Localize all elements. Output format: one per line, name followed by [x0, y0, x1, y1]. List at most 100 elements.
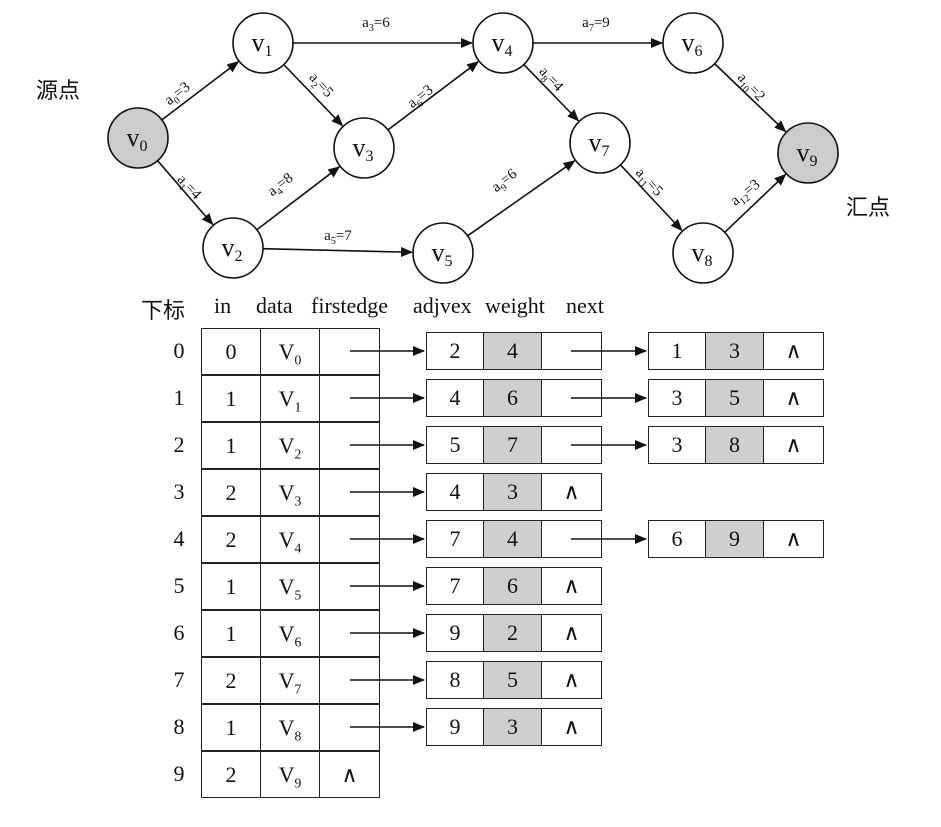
- weight-cell: 8: [706, 427, 764, 463]
- data-letter: V: [278, 480, 295, 505]
- row-index: 3: [173, 479, 185, 504]
- data-cell: V3: [261, 470, 320, 515]
- weight-cell: 3: [484, 709, 542, 745]
- weight-cell: 6: [484, 380, 542, 416]
- data-cell: V9: [261, 752, 320, 797]
- node-v8: v8: [672, 222, 734, 284]
- firstedge-cell: [320, 517, 379, 562]
- edge-label-a11: a11=5: [630, 165, 666, 202]
- data-cell: V5: [261, 564, 320, 609]
- row-index: 6: [173, 620, 185, 645]
- header-adjvex: adjvex: [413, 293, 472, 318]
- data-letter: V: [278, 433, 295, 458]
- next-cell: [542, 521, 601, 557]
- edge-label-a1: a1=4: [171, 172, 204, 206]
- weight-cell: 4: [484, 521, 542, 557]
- data-letter: V: [278, 574, 295, 599]
- next-cell: [542, 380, 601, 416]
- edge-v2-v5: [262, 247, 414, 257]
- edge-v1-v3: [283, 64, 344, 127]
- node-v3: v3: [333, 117, 395, 179]
- node-label-v0: v0: [127, 123, 148, 155]
- data-letter: V: [278, 668, 295, 693]
- next-cell: ∧: [563, 620, 580, 645]
- edge-label-a6: a6=3: [405, 82, 438, 114]
- data-cell: V0: [261, 329, 320, 374]
- adjvex-cell: 5: [427, 427, 484, 463]
- weight-cell: 3: [484, 474, 542, 510]
- adjvex-cell: 7: [427, 521, 484, 557]
- node-label-v2: v2: [222, 233, 243, 265]
- firstedge-cell: ∧: [341, 762, 358, 787]
- next-cell: [542, 427, 601, 463]
- in-degree-cell: 1: [202, 423, 261, 468]
- node-label-v7: v7: [589, 128, 610, 160]
- node-v0: v0: [107, 107, 169, 169]
- sink-label: 汇点: [846, 196, 890, 221]
- edge-label-a9: a9=6: [489, 166, 523, 198]
- in-degree-cell: 0: [202, 329, 261, 374]
- edge-label-a2: a2=5: [303, 70, 336, 103]
- node-label-v9: v9: [797, 138, 818, 170]
- in-degree-cell: 2: [202, 517, 261, 562]
- data-subscript: 6: [294, 634, 302, 650]
- row-index: 2: [173, 432, 185, 457]
- edge-label-a3: a3=6: [362, 15, 390, 34]
- node-v5: v5: [412, 222, 474, 284]
- node-v4: v4: [472, 12, 534, 74]
- in-degree-cell: 1: [202, 611, 261, 656]
- adjvex-cell: 9: [427, 615, 484, 651]
- data-subscript: 1: [294, 399, 302, 415]
- firstedge-cell: [320, 705, 379, 750]
- firstedge-cell: [320, 658, 379, 703]
- weight-cell: 5: [484, 662, 542, 698]
- in-degree-cell: 2: [202, 658, 261, 703]
- adjvex-cell: 6: [649, 521, 706, 557]
- data-letter: V: [278, 339, 295, 364]
- weight-cell: 9: [706, 521, 764, 557]
- node-label-v3: v3: [353, 133, 374, 165]
- in-degree-cell: 1: [202, 705, 261, 750]
- edge-v4-v7: [523, 63, 580, 122]
- header-next: next: [566, 293, 604, 318]
- next-cell: ∧: [563, 667, 580, 692]
- data-letter: V: [278, 621, 295, 646]
- data-cell: V8: [261, 705, 320, 750]
- edge-label-a7: a7=9: [582, 15, 610, 34]
- header-index: 下标: [141, 298, 186, 323]
- edge-v0-v2: [157, 160, 214, 226]
- next-cell: ∧: [563, 573, 580, 598]
- edge-label-a4: a4=8: [265, 170, 298, 202]
- next-cell: ∧: [785, 432, 802, 457]
- node-v9: v9: [777, 122, 839, 184]
- next-cell: ∧: [563, 479, 580, 504]
- header-data: data: [256, 293, 293, 318]
- data-subscript: 9: [294, 775, 302, 791]
- data-cell: V7: [261, 658, 320, 703]
- edge-label-a5: a5=7: [324, 228, 352, 247]
- data-subscript: 4: [294, 540, 302, 556]
- adjvex-cell: 1: [649, 333, 706, 369]
- data-letter: V: [278, 715, 295, 740]
- weight-cell: 7: [484, 427, 542, 463]
- data-subscript: 3: [294, 493, 302, 509]
- adjvex-cell: 8: [427, 662, 484, 698]
- weight-cell: 3: [706, 333, 764, 369]
